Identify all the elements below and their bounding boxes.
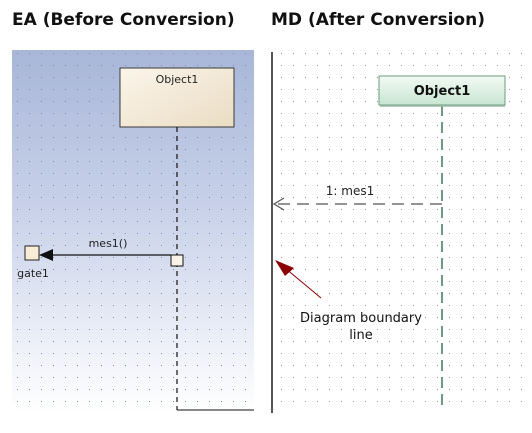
md-diagram: Object1 1: mes1 Diagram boundary line: [271, 50, 522, 413]
md-annotation-label-line2: line: [349, 328, 372, 343]
md-heading: MD (After Conversion): [271, 10, 485, 30]
md-annotation-arrow-line: [284, 267, 322, 299]
md-object-box[interactable]: [378, 75, 506, 106]
md-annotation-label-line1: Diagram boundary: [300, 311, 422, 326]
md-message-arrowhead: [272, 197, 285, 211]
ea-message-arrowhead: [39, 249, 53, 261]
ea-message-label: mes1(): [89, 237, 128, 250]
ea-diagram: Object1 mes1() gate1: [12, 50, 254, 412]
ea-object-label: Object1: [156, 73, 199, 86]
md-annotation-arrowhead: [275, 260, 294, 276]
ea-gate-label: gate1: [17, 267, 49, 280]
md-grid: [272, 50, 522, 412]
md-object-label: Object1: [414, 84, 471, 99]
md-message-label: 1: mes1: [326, 184, 374, 198]
ea-gate[interactable]: [24, 245, 40, 261]
ea-activation-box: [170, 254, 184, 267]
ea-heading: EA (Before Conversion): [12, 10, 235, 30]
